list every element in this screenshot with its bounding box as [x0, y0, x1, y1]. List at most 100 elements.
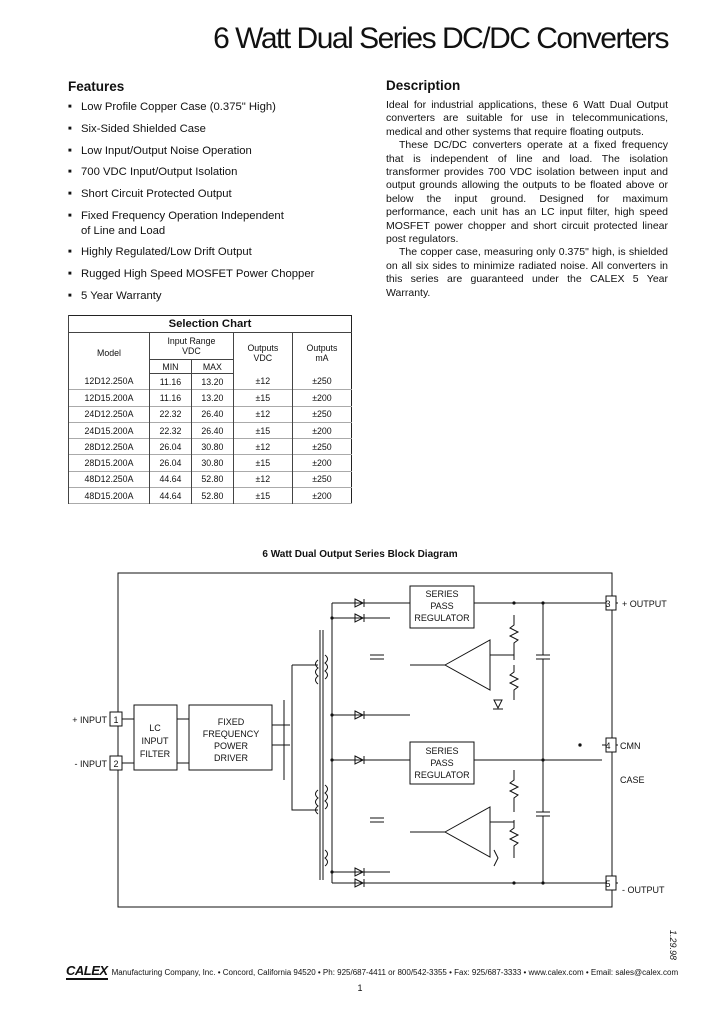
table-cell: ±200: [291, 389, 352, 407]
table-cell: 44.64: [149, 471, 192, 488]
case-label: CASE: [620, 775, 645, 785]
calex-logo: CALEX: [66, 963, 108, 980]
feature-item: Highly Regulated/Low Drift Output: [68, 245, 351, 260]
footer-text: Manufacturing Company, Inc. • Concord, C…: [111, 968, 679, 977]
table-cell: 26.04: [149, 438, 192, 455]
table-cell: ±12: [232, 406, 293, 423]
col-input-range: Input Range VDC: [149, 332, 234, 360]
table-cell: 22.32: [149, 422, 192, 439]
feature-item: 5 Year Warranty: [68, 289, 351, 304]
driver-line: DRIVER: [214, 753, 249, 763]
col-model: Model: [68, 332, 150, 374]
table-cell: ±250: [291, 471, 352, 488]
driver-box: [188, 704, 273, 771]
lc-filter-box: [133, 704, 178, 771]
case-outline: [117, 572, 613, 908]
description-paragraph: The copper case, measuring only 0.375" h…: [386, 246, 668, 299]
feature-item: Six-Sided Shielded Case: [68, 122, 351, 137]
table-cell: 48D12.250A: [68, 471, 150, 488]
table-cell: 22.32: [149, 406, 192, 423]
table-cell: ±250: [291, 373, 352, 390]
table-cell: 11.16: [149, 373, 192, 390]
regulator-bottom-line: REGULATOR: [414, 770, 470, 780]
pin-1-label: 1: [113, 715, 118, 725]
table-cell: ±200: [291, 454, 352, 472]
regulator-top-line: PASS: [430, 601, 453, 611]
table-cell: 24D15.200A: [68, 422, 150, 439]
table-cell: 24D12.250A: [68, 406, 150, 423]
col-max: MAX: [190, 359, 234, 374]
revision-date: 1.29.98: [668, 930, 678, 961]
driver-line: FIXED: [218, 717, 245, 727]
description-paragraph: These DC/DC converters operate at a fixe…: [386, 139, 668, 246]
page-number: 1: [357, 983, 363, 993]
input-minus-label: - INPUT: [75, 759, 108, 769]
table-cell: ±15: [232, 487, 293, 504]
feature-item: Low Profile Copper Case (0.375" High): [68, 100, 351, 115]
table-cell: ±15: [232, 454, 293, 472]
pin-1-box: [109, 711, 123, 727]
table-cell: ±15: [232, 389, 293, 407]
page-title: 6 Watt Dual Series DC/DC Converters: [213, 22, 669, 55]
regulator-bottom-line: SERIES: [425, 746, 458, 756]
table-cell: 52.80: [190, 487, 234, 504]
regulator-top-line: SERIES: [425, 589, 458, 599]
table-cell: 12D15.200A: [68, 389, 150, 407]
table-cell: ±250: [291, 406, 352, 423]
lc-filter-line: LC: [149, 723, 161, 733]
feature-item: Short Circuit Protected Output: [68, 187, 351, 202]
pin-3-box: [605, 595, 617, 611]
feature-item: 700 VDC Input/Output Isolation: [68, 165, 351, 180]
cmn-label: CMN: [620, 741, 641, 751]
col-outputs-ma: Outputs mA: [291, 332, 352, 374]
table-cell: 28D12.250A: [68, 438, 150, 455]
table-cell: ±12: [232, 373, 293, 390]
selection-chart-caption: Selection Chart: [68, 315, 352, 333]
table-cell: 12D12.250A: [68, 373, 150, 390]
pin-3-label: 3: [605, 599, 610, 609]
regulator-top-line: REGULATOR: [414, 613, 470, 623]
pin-2-box: [109, 755, 123, 771]
table-cell: 11.16: [149, 389, 192, 407]
feature-item: Fixed Frequency Operation Independent of…: [68, 209, 291, 238]
table-cell: 13.20: [190, 389, 234, 407]
table-cell: 48D15.200A: [68, 487, 150, 504]
table-cell: 28D15.200A: [68, 454, 150, 472]
table-cell: ±200: [291, 487, 352, 504]
lc-filter-line: FILTER: [140, 749, 171, 759]
feature-item: Low Input/Output Noise Operation: [68, 144, 351, 159]
col-outputs-vdc: Outputs VDC: [232, 332, 293, 374]
driver-line: FREQUENCY: [203, 729, 260, 739]
features-list: Low Profile Copper Case (0.375" High) Si…: [68, 100, 351, 311]
table-cell: 26.40: [190, 406, 234, 423]
table-cell: ±12: [232, 438, 293, 455]
pin-5-box: [605, 875, 617, 891]
table-cell: ±200: [291, 422, 352, 439]
features-heading: Features: [68, 79, 125, 94]
table-cell: 26.04: [149, 454, 192, 472]
table-cell: ±12: [232, 471, 293, 488]
output-minus-label: - OUTPUT: [622, 885, 665, 895]
block-diagram-title: 6 Watt Dual Output Series Block Diagram: [262, 549, 458, 560]
input-plus-label: + INPUT: [72, 715, 107, 725]
pin-4-box: [605, 737, 617, 753]
output-plus-label: + OUTPUT: [622, 599, 667, 609]
table-cell: ±15: [232, 422, 293, 439]
table-cell: 26.40: [190, 422, 234, 439]
table-cell: 52.80: [190, 471, 234, 488]
regulator-bottom-line: PASS: [430, 758, 453, 768]
driver-line: POWER: [214, 741, 249, 751]
regulator-bottom-box: [409, 741, 475, 785]
block-diagram: 1 2 3 4 5 + INPUT - INPUT + OUTPUT CMN C…: [72, 572, 667, 908]
pin-2-label: 2: [113, 759, 118, 769]
table-cell: 13.20: [190, 373, 234, 390]
